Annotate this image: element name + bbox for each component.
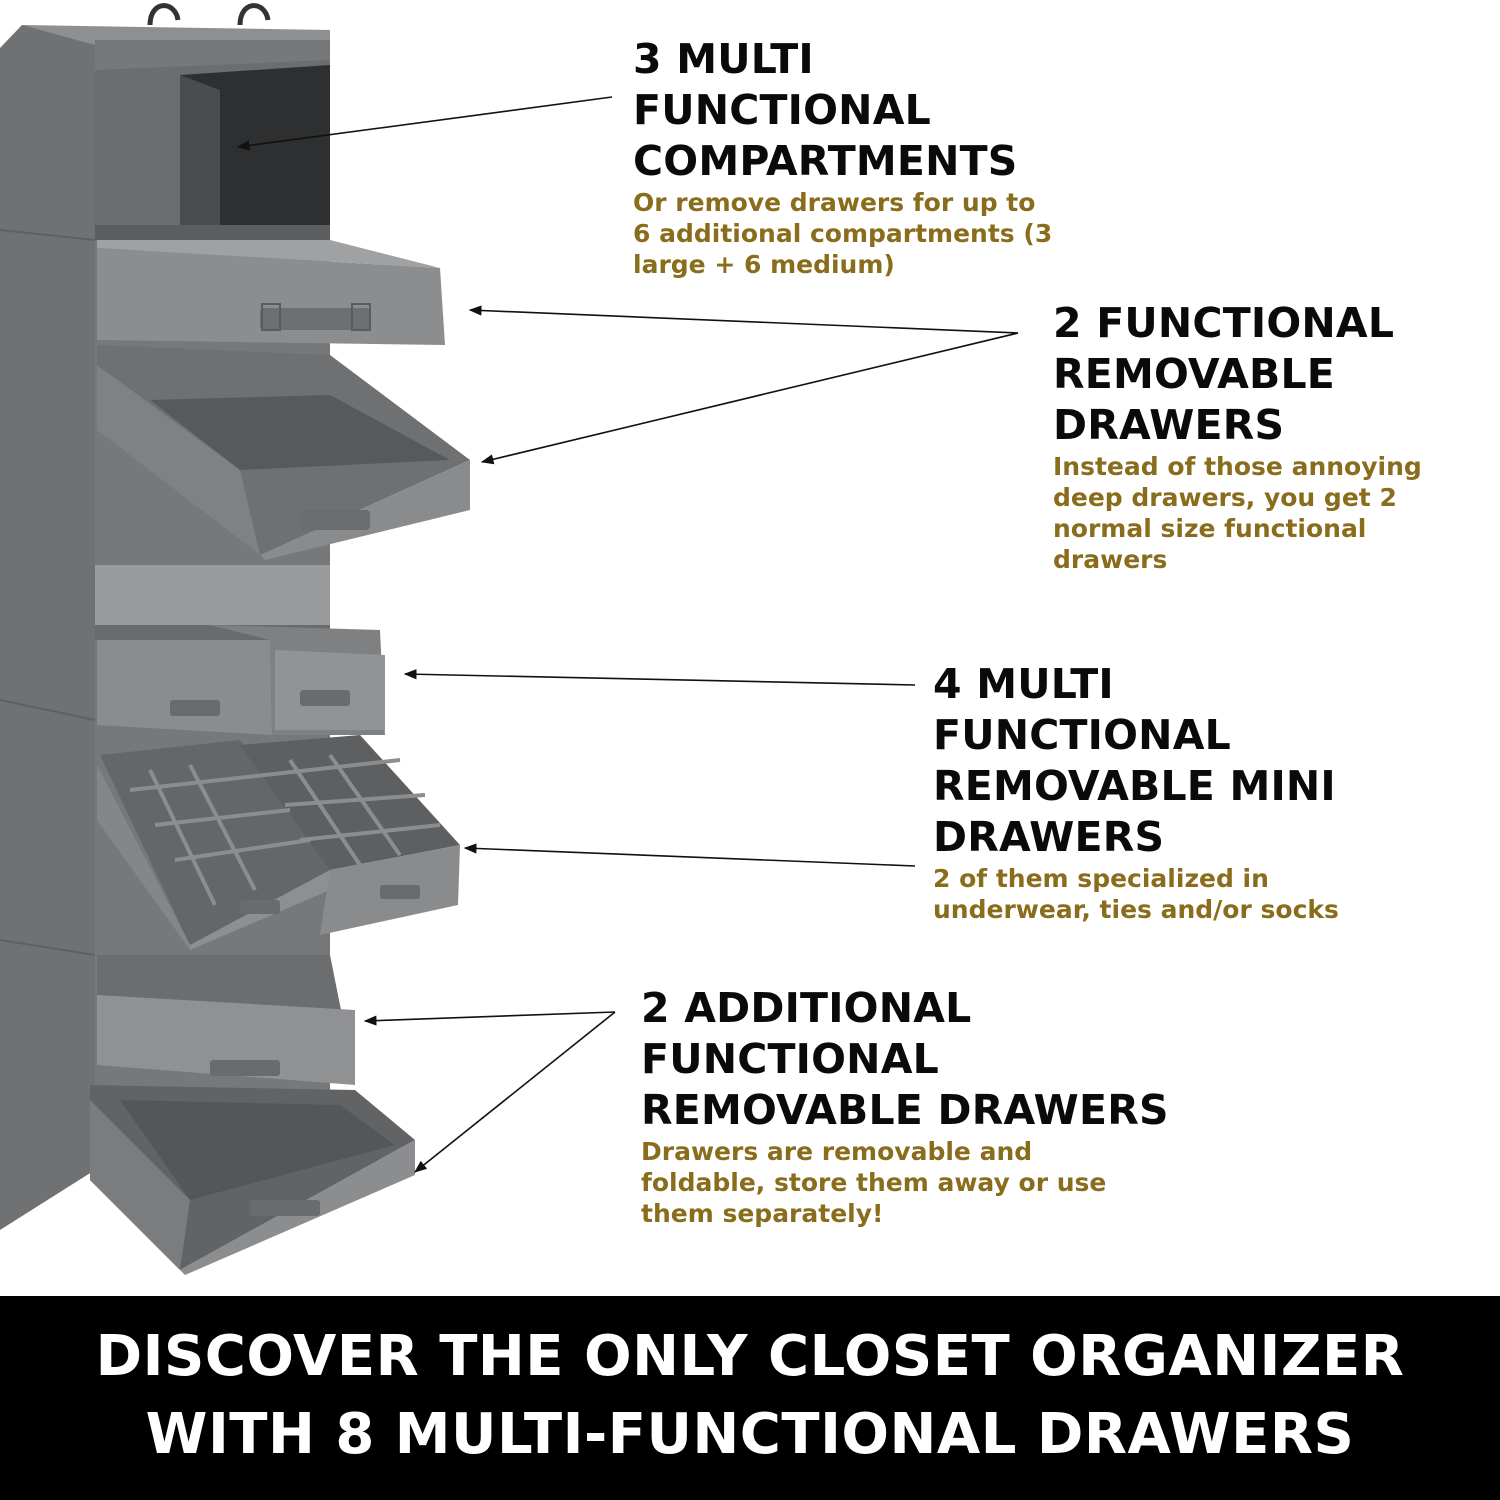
detail-line: foldable, store them away or use: [641, 1168, 1107, 1197]
arrow-mini-upper: [403, 669, 916, 686]
heading-line: REMOVABLE MINI: [933, 762, 1336, 810]
heading-line: FUNCTIONAL: [641, 1035, 939, 1083]
callout-removable-drawers-detail: Instead of those annoying deep drawers, …: [1053, 451, 1422, 575]
heading-line: REMOVABLE DRAWERS: [641, 1086, 1169, 1134]
detail-line: 2 of them specialized in: [933, 864, 1269, 893]
callout-compartments-heading: 3 MULTI FUNCTIONAL COMPARTMENTS: [633, 34, 1052, 187]
mini-drawers-grid: [97, 735, 460, 950]
arrow-bottom-lower: [414, 1011, 616, 1173]
arrow-compartments: [236, 96, 613, 151]
heading-line: DRAWERS: [1053, 401, 1285, 449]
detail-line: deep drawers, you get 2: [1053, 483, 1397, 512]
callout-additional-drawers-detail: Drawers are removable and foldable, stor…: [641, 1136, 1169, 1229]
heading-line: FUNCTIONAL: [633, 86, 931, 134]
callout-removable-drawers: 2 FUNCTIONAL REMOVABLE DRAWERS Instead o…: [1053, 298, 1422, 575]
detail-line: large + 6 medium): [633, 250, 895, 279]
heading-line: 3 MULTI: [633, 35, 814, 83]
arrow-drawer-2: [480, 332, 1019, 465]
detail-line: normal size functional: [1053, 514, 1367, 543]
detail-line: Or remove drawers for up to: [633, 188, 1036, 217]
drawer-bottom-lower: [90, 1085, 415, 1275]
callout-compartments: 3 MULTI FUNCTIONAL COMPARTMENTS Or remov…: [633, 34, 1052, 280]
closet-organizer-image: [0, 3, 1019, 1275]
headline-banner: DISCOVER THE ONLY CLOSET ORGANIZER WITH …: [0, 1296, 1500, 1500]
detail-line: underwear, ties and/or socks: [933, 895, 1339, 924]
heading-line: 2 FUNCTIONAL: [1053, 299, 1395, 347]
heading-line: 4 MULTI: [933, 660, 1114, 708]
drawer-top: [97, 240, 445, 345]
callout-arrows: [236, 96, 1019, 1173]
callout-compartments-detail: Or remove drawers for up to 6 additional…: [633, 187, 1052, 280]
heading-line: COMPARTMENTS: [633, 137, 1018, 185]
heading-line: FUNCTIONAL: [933, 711, 1231, 759]
arrow-bottom-upper: [363, 1011, 616, 1026]
callout-mini-drawers-detail: 2 of them specialized in underwear, ties…: [933, 863, 1339, 925]
arrow-drawer-1: [468, 305, 1019, 334]
hanger-straps-icon: [147, 3, 271, 26]
mini-drawers-upper: [97, 625, 385, 735]
detail-line: Instead of those annoying: [1053, 452, 1422, 481]
detail-line: Drawers are removable and: [641, 1137, 1033, 1166]
banner-line-1: DISCOVER THE ONLY CLOSET ORGANIZER: [95, 1324, 1405, 1389]
arrow-mini-grid: [463, 843, 916, 867]
callout-mini-drawers-heading: 4 MULTI FUNCTIONAL REMOVABLE MINI DRAWER…: [933, 659, 1339, 863]
banner-line-2: WITH 8 MULTI-FUNCTIONAL DRAWERS: [145, 1402, 1355, 1467]
callout-removable-drawers-heading: 2 FUNCTIONAL REMOVABLE DRAWERS: [1053, 298, 1422, 451]
callout-additional-drawers: 2 ADDITIONAL FUNCTIONAL REMOVABLE DRAWER…: [641, 983, 1169, 1229]
detail-line: 6 additional compartments (3: [633, 219, 1053, 248]
heading-line: 2 ADDITIONAL: [641, 984, 972, 1032]
callout-mini-drawers: 4 MULTI FUNCTIONAL REMOVABLE MINI DRAWER…: [933, 659, 1339, 925]
heading-line: REMOVABLE: [1053, 350, 1335, 398]
drawer-second: [97, 345, 470, 560]
detail-line: them separately!: [641, 1199, 884, 1228]
callout-additional-drawers-heading: 2 ADDITIONAL FUNCTIONAL REMOVABLE DRAWER…: [641, 983, 1169, 1136]
drawer-bottom-upper: [97, 955, 355, 1085]
top-compartment: [95, 60, 330, 240]
detail-line: drawers: [1053, 545, 1168, 574]
heading-line: DRAWERS: [933, 813, 1165, 861]
